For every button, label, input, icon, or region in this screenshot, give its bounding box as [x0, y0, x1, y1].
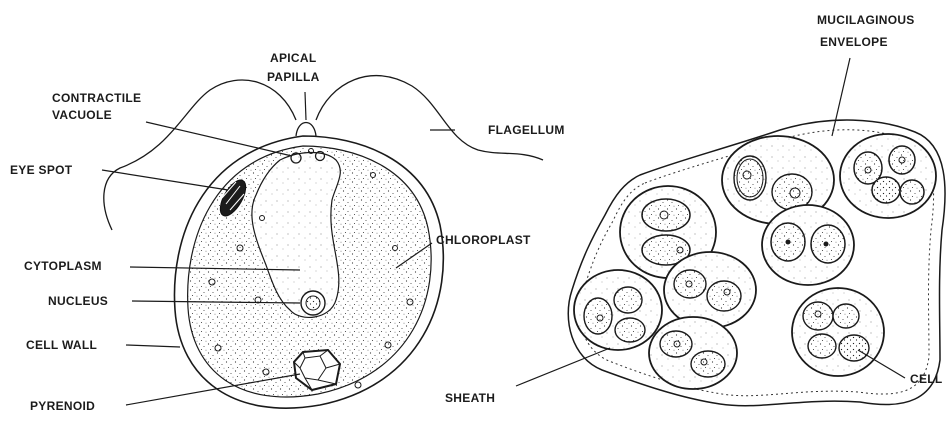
leader-apical-papilla: [305, 92, 306, 120]
label-flagellum: FLAGELLUM: [488, 123, 565, 137]
single-cell-figure: APICAL PAPILLA CONTRACTILE VACUOLE FLAGE…: [10, 51, 565, 413]
label-chloroplast: CHLOROPLAST: [436, 233, 531, 247]
apical-papilla: [296, 123, 316, 137]
nucleus: [301, 291, 325, 315]
leader-contractile-vacuole: [146, 122, 292, 156]
label-nucleus: NUCLEUS: [48, 294, 108, 308]
cell-group: [840, 134, 936, 218]
leader-mucilaginous-envelope: [832, 58, 850, 136]
colony-figure: MUCILAGINOUS ENVELOPE SHEATH CELL: [445, 13, 945, 406]
label-apical-papilla-line2: PAPILLA: [267, 70, 320, 84]
label-cytoplasm: CYTOPLASM: [24, 259, 102, 273]
cell-group: [664, 252, 756, 328]
label-contractile-vacuole-line2: VACUOLE: [52, 108, 112, 122]
label-eye-spot: EYE SPOT: [10, 163, 73, 177]
flagellum-right: [316, 76, 543, 160]
label-cell-wall: CELL WALL: [26, 338, 97, 352]
cell-group: [792, 288, 884, 376]
leader-eye-spot: [102, 170, 228, 190]
leader-cell-wall: [126, 345, 180, 347]
label-apical-papilla-line1: APICAL: [270, 51, 316, 65]
label-contractile-vacuole-line1: CONTRACTILE: [52, 91, 141, 105]
label-mucilaginous-envelope-line1: MUCILAGINOUS: [817, 13, 915, 27]
cell-group: [574, 270, 662, 350]
label-pyrenoid: PYRENOID: [30, 399, 95, 413]
label-mucilaginous-envelope-line2: ENVELOPE: [820, 35, 888, 49]
cell-group: [649, 317, 737, 389]
label-sheath: SHEATH: [445, 391, 495, 405]
label-cell: CELL: [910, 372, 943, 386]
cell-group: [762, 205, 854, 285]
